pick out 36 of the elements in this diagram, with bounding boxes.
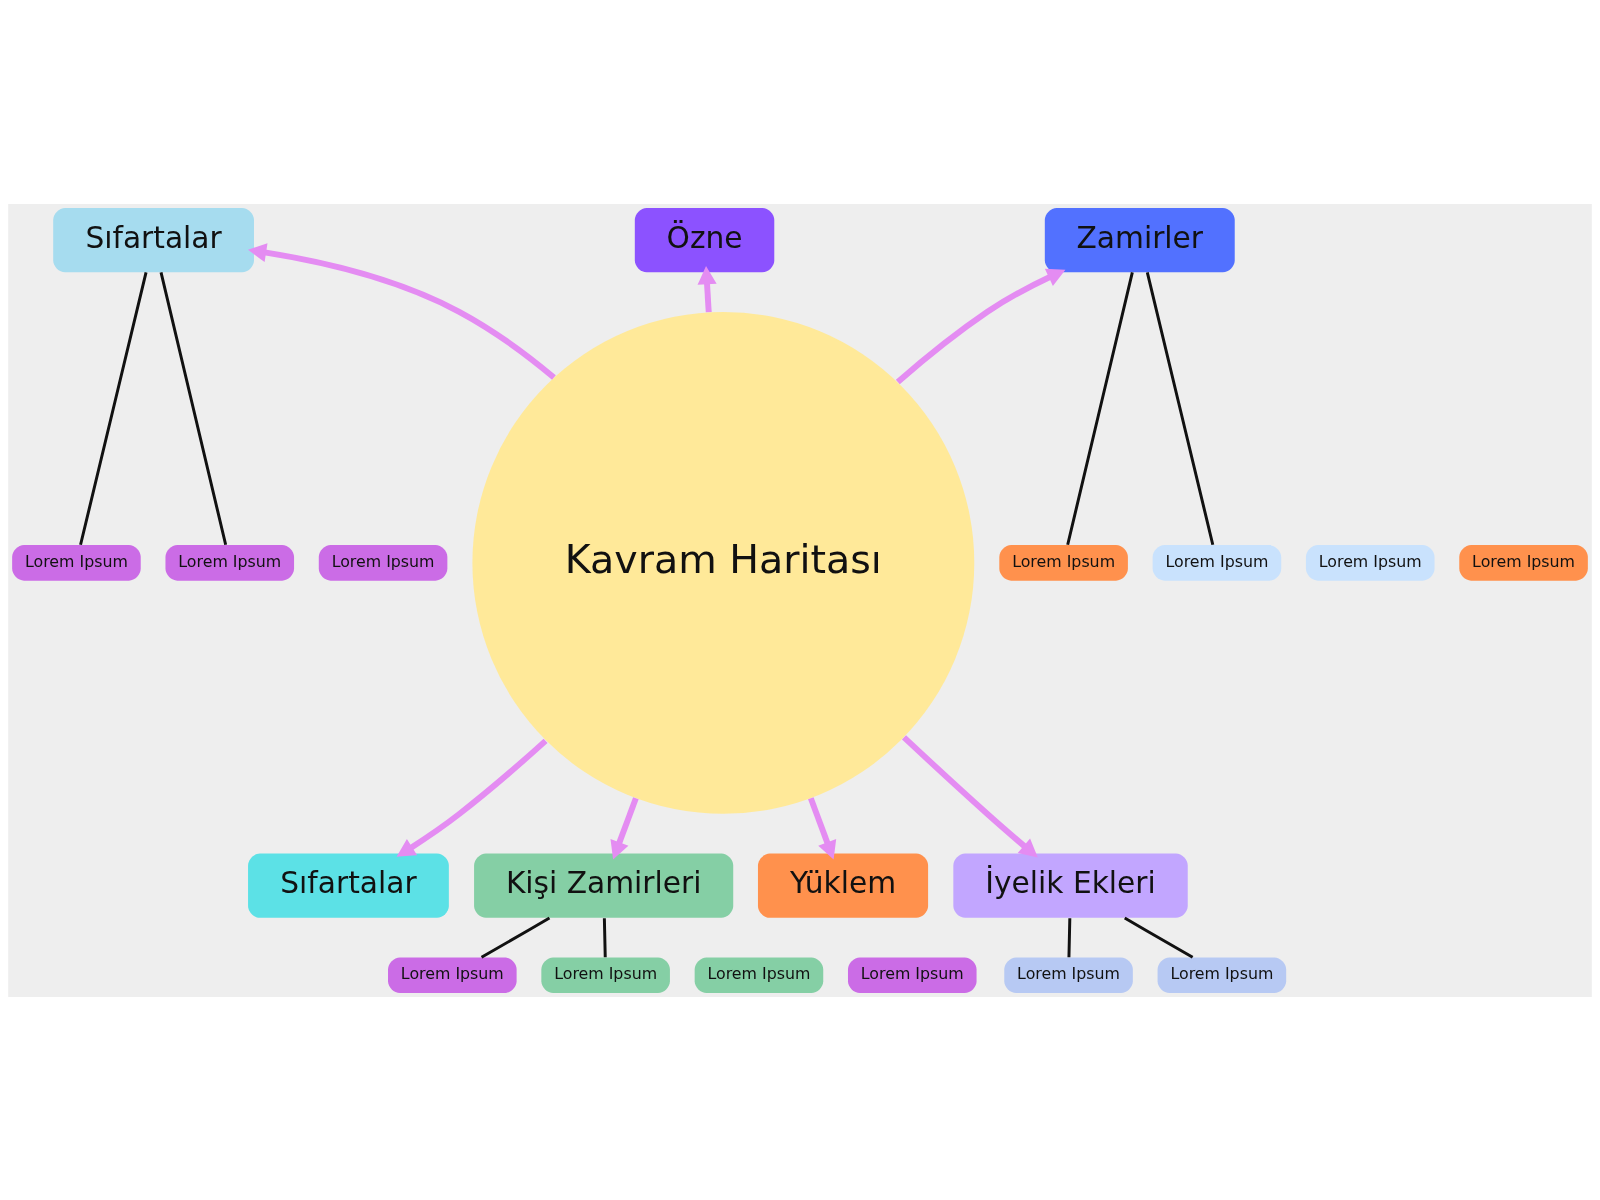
arrow (697, 265, 717, 312)
node-box: Sıfartalar (248, 853, 449, 918)
node-box: Lorem Ipsum (1004, 956, 1133, 993)
node-box: Özne (634, 207, 775, 272)
connector (602, 917, 607, 957)
connector (1124, 916, 1194, 959)
connector (480, 916, 551, 959)
node-box: Lorem Ipsum (1459, 544, 1588, 581)
node-box: Lorem Ipsum (1305, 544, 1435, 581)
connector (1066, 271, 1134, 545)
arrow (610, 796, 639, 859)
arrow (808, 796, 837, 859)
node-box: Lorem Ipsum (165, 544, 295, 581)
connector (1067, 917, 1072, 957)
node-box: Lorem Ipsum (12, 544, 141, 581)
node-box: Zamirler (1044, 207, 1235, 272)
node-box: Kişi Zamirleri (474, 853, 734, 918)
node-box: Lorem Ipsum (388, 956, 517, 993)
connector (159, 271, 228, 545)
node-box: Sıfartalar (53, 207, 254, 272)
node-circle: Kavram Haritası (472, 311, 975, 814)
arrow (396, 738, 548, 857)
node-box: Lorem Ipsum (999, 544, 1128, 581)
arrow (895, 268, 1066, 384)
node-box: Lorem Ipsum (847, 956, 977, 993)
arrow (248, 242, 556, 380)
node-box: Lorem Ipsum (694, 956, 824, 993)
arrow (902, 734, 1038, 858)
node-box: İyelik Ekleri (953, 853, 1188, 918)
connector (79, 271, 148, 545)
node-box: Lorem Ipsum (1152, 544, 1282, 581)
node-box: Lorem Ipsum (1157, 956, 1287, 993)
connector (1145, 271, 1215, 545)
node-box: Yüklem (757, 853, 929, 918)
node-box: Lorem Ipsum (541, 956, 670, 993)
node-box: Lorem Ipsum (318, 544, 448, 581)
